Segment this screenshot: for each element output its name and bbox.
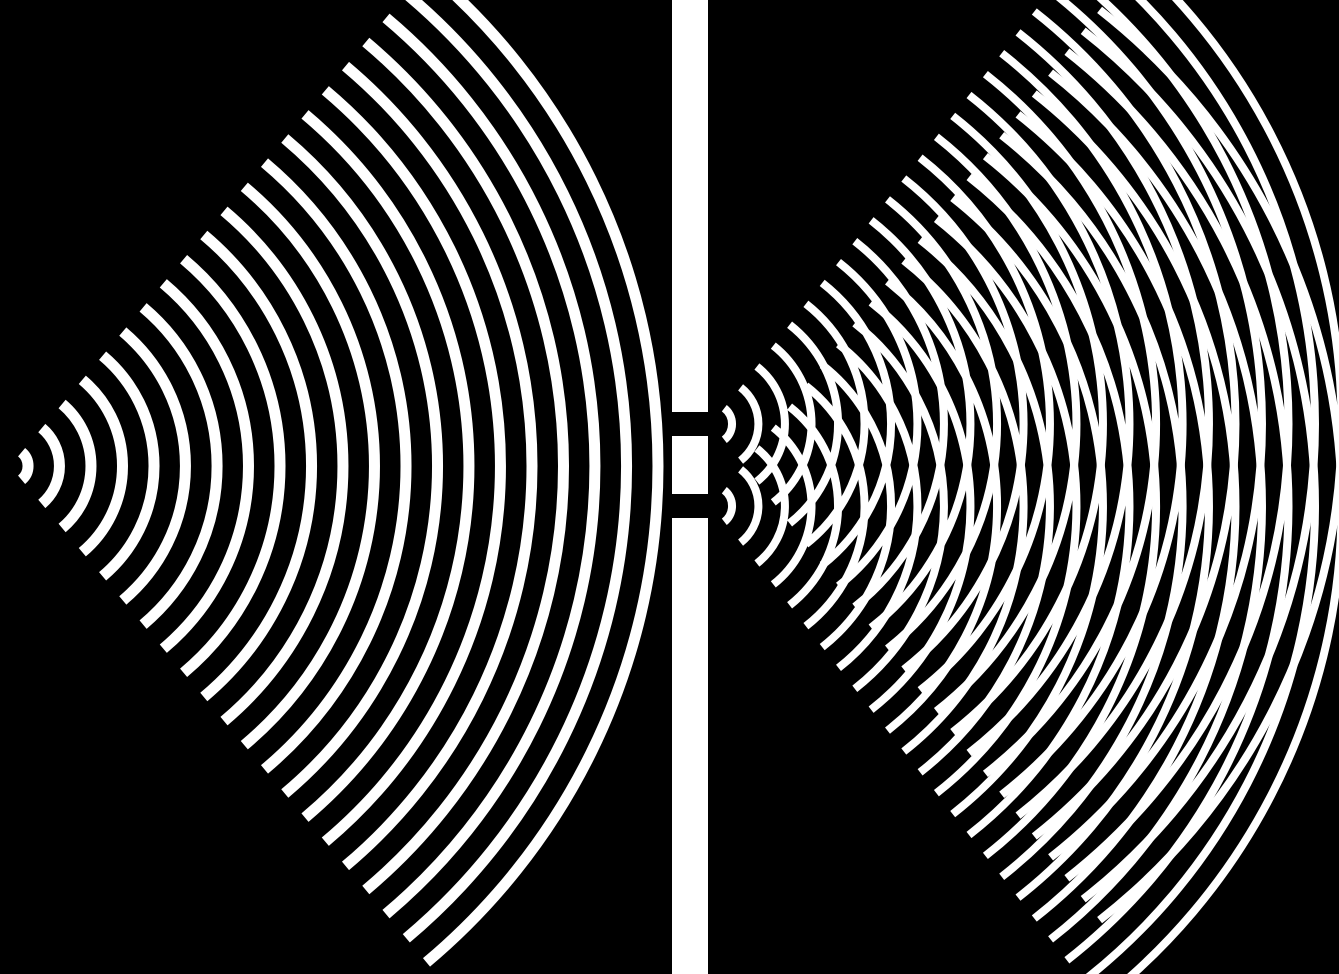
barrier-upper-segment [672, 0, 708, 412]
upper-slit [672, 412, 708, 436]
barrier-middle-segment [672, 436, 708, 494]
barrier [672, 0, 708, 974]
incident-wavefront-1 [22, 452, 28, 480]
barrier-lower-segment [672, 518, 708, 974]
lower-slit [672, 494, 708, 518]
